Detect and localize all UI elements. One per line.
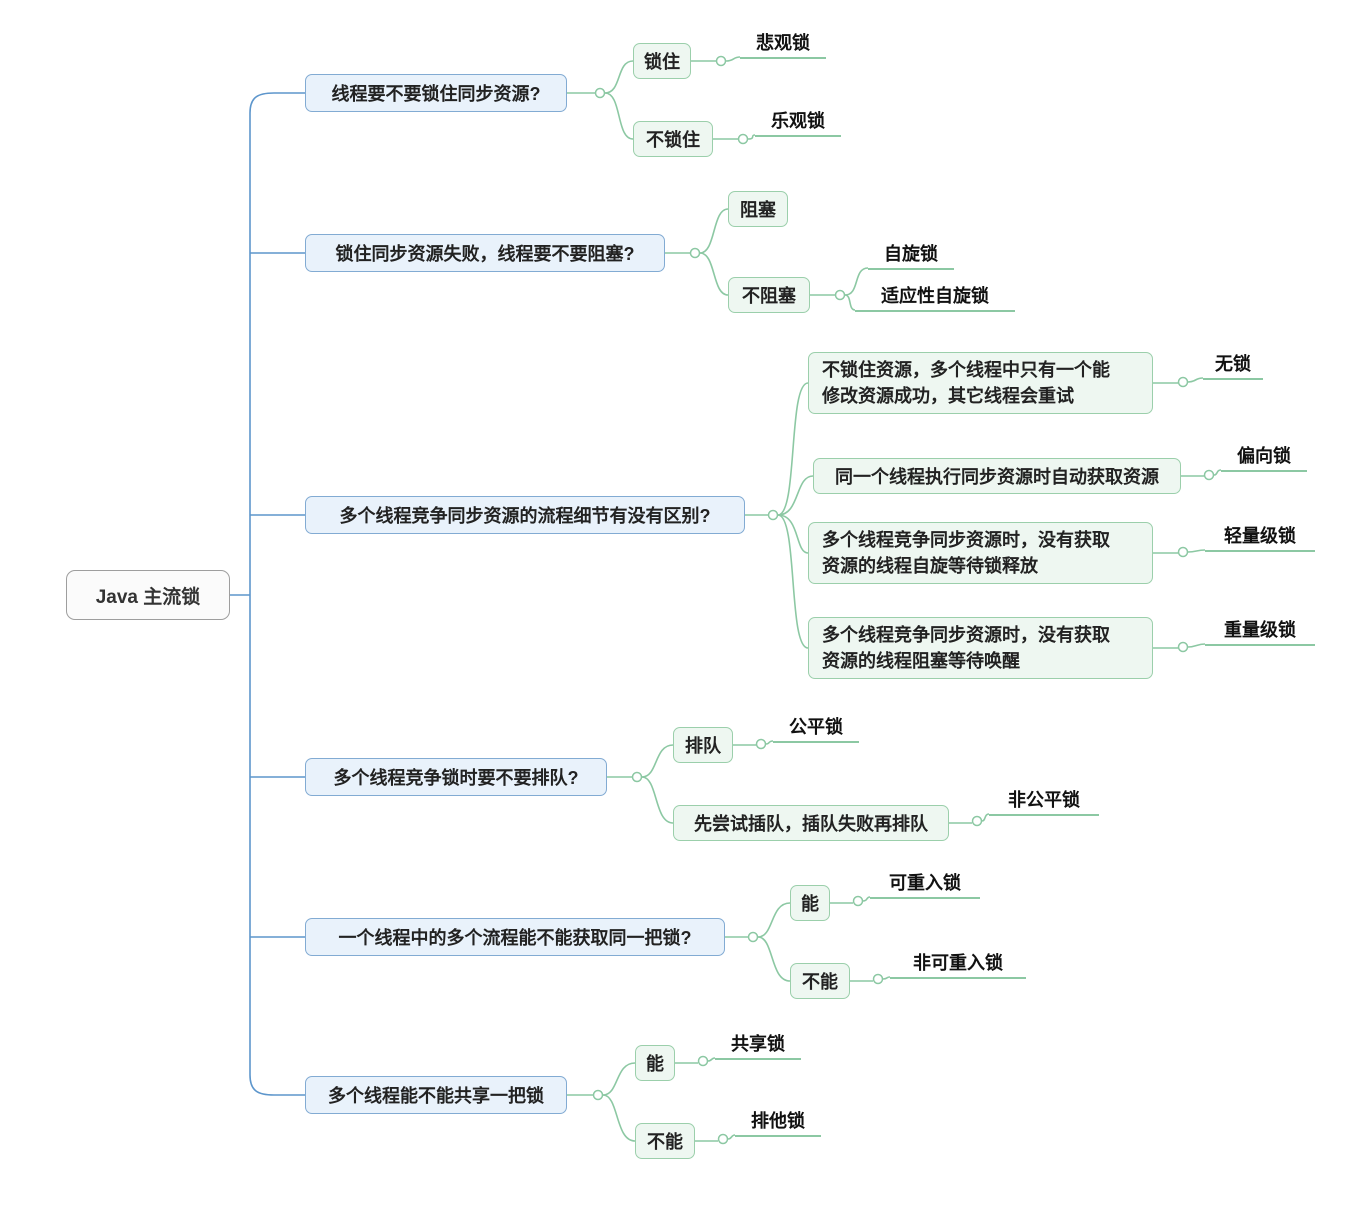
connector-path	[777, 382, 809, 516]
root-topic[interactable]: Java 主流锁	[66, 570, 230, 620]
junction-dot	[737, 133, 749, 145]
connector-path	[249, 1074, 305, 1096]
junction-dot	[1177, 376, 1189, 388]
answer-topic-3b[interactable]: 同一个线程执行同步资源时自动获取资源	[813, 458, 1181, 494]
answer-topic-4b[interactable]: 先尝试插队，插队失败再排队	[673, 805, 949, 841]
lock-leaf-lockfree[interactable]: 无锁	[1203, 353, 1263, 380]
lock-leaf-optimistic[interactable]: 乐观锁	[755, 110, 841, 137]
junction-dot	[592, 1089, 604, 1101]
answer-topic-6a[interactable]: 能	[635, 1045, 675, 1081]
question-topic-4[interactable]: 多个线程竞争锁时要不要排队?	[305, 758, 607, 796]
lock-leaf-fair[interactable]: 公平锁	[773, 716, 859, 743]
junction-dot	[594, 87, 606, 99]
connector-path	[727, 1134, 736, 1140]
connector-path	[777, 514, 809, 649]
connector-path	[765, 740, 774, 745]
connector-path	[1213, 469, 1222, 476]
junction-dot	[747, 931, 759, 943]
junction-dot	[834, 289, 846, 301]
junction-dot	[755, 738, 767, 750]
connector-path	[699, 252, 729, 296]
connector-path	[707, 1057, 716, 1062]
connector-path	[641, 744, 674, 778]
lock-leaf-non-reentrant[interactable]: 非可重入锁	[890, 952, 1026, 979]
lock-leaf-unfair[interactable]: 非公平锁	[989, 789, 1099, 816]
lock-leaf-pessimistic[interactable]: 悲观锁	[740, 32, 826, 59]
lock-leaf-reentrant[interactable]: 可重入锁	[870, 872, 980, 899]
answer-topic-5b[interactable]: 不能	[790, 963, 850, 999]
connector-path	[844, 294, 856, 311]
answer-topic-3a[interactable]: 不锁住资源，多个线程中只有一个能 修改资源成功，其它线程会重试	[808, 352, 1153, 414]
connector-path	[1187, 549, 1206, 553]
junction-dot	[767, 509, 779, 521]
connector-path	[747, 134, 756, 140]
question-topic-5[interactable]: 一个线程中的多个流程能不能获取同一把锁?	[305, 918, 725, 956]
question-topic-6[interactable]: 多个线程能不能共享一把锁	[305, 1076, 567, 1114]
junction-dot	[852, 895, 864, 907]
answer-topic-1b[interactable]: 不锁住	[633, 121, 713, 157]
connector-path	[757, 902, 791, 938]
connector-path	[249, 92, 305, 114]
lock-leaf-lightweight[interactable]: 轻量级锁	[1205, 525, 1315, 552]
answer-topic-3d[interactable]: 多个线程竞争同步资源时，没有获取 资源的线程阻塞等待唤醒	[808, 617, 1153, 679]
lock-leaf-heavyweight[interactable]: 重量级锁	[1205, 619, 1315, 646]
question-topic-2[interactable]: 锁住同步资源失败，线程要不要阻塞?	[305, 234, 665, 272]
connector-path	[602, 1094, 636, 1142]
junction-dot	[715, 55, 727, 67]
lock-leaf-shared[interactable]: 共享锁	[715, 1033, 801, 1060]
trunk-connectors	[230, 92, 305, 1096]
connector-path	[862, 896, 871, 902]
junction-dot	[1203, 469, 1215, 481]
lock-leaf-spin[interactable]: 自旋锁	[868, 243, 954, 270]
junction-dots	[592, 55, 1215, 1145]
connector-path	[641, 776, 674, 824]
junction-dot	[697, 1055, 709, 1067]
answer-topic-5a[interactable]: 能	[790, 885, 830, 921]
connector-path	[777, 475, 814, 516]
connector-path	[604, 92, 634, 140]
connector-path	[725, 56, 741, 62]
answer-topic-3c[interactable]: 多个线程竞争同步资源时，没有获取 资源的线程自旋等待锁释放	[808, 522, 1153, 584]
junction-dot	[1177, 641, 1189, 653]
connector-path	[602, 1062, 636, 1096]
connector-path	[699, 208, 729, 254]
connector-path	[981, 813, 990, 822]
junction-dot	[1177, 546, 1189, 558]
junction-dot	[631, 771, 643, 783]
connector-path	[777, 514, 809, 554]
lock-leaf-adaptive-spin[interactable]: 适应性自旋锁	[855, 285, 1015, 312]
junction-dot	[717, 1133, 729, 1145]
junction-dot	[971, 815, 983, 827]
answer-topic-4a[interactable]: 排队	[673, 727, 733, 763]
lock-leaf-exclusive[interactable]: 排他锁	[735, 1110, 821, 1137]
question-topic-1[interactable]: 线程要不要锁住同步资源?	[305, 74, 567, 112]
answer-topic-2a[interactable]: 阻塞	[728, 191, 788, 227]
answer-topic-6b[interactable]: 不能	[635, 1123, 695, 1159]
answer-topic-1a[interactable]: 锁住	[633, 43, 691, 79]
connector-path	[757, 936, 791, 982]
connector-path	[1187, 377, 1204, 383]
connector-path	[882, 976, 891, 980]
connector-path	[604, 60, 634, 94]
question-topic-3[interactable]: 多个线程竞争同步资源的流程细节有没有区别?	[305, 496, 745, 534]
junction-dot	[872, 973, 884, 985]
junction-dot	[689, 247, 701, 259]
answer-topic-2b[interactable]: 不阻塞	[728, 277, 810, 313]
lock-leaf-biased[interactable]: 偏向锁	[1221, 445, 1307, 472]
connector-path	[1187, 643, 1206, 648]
